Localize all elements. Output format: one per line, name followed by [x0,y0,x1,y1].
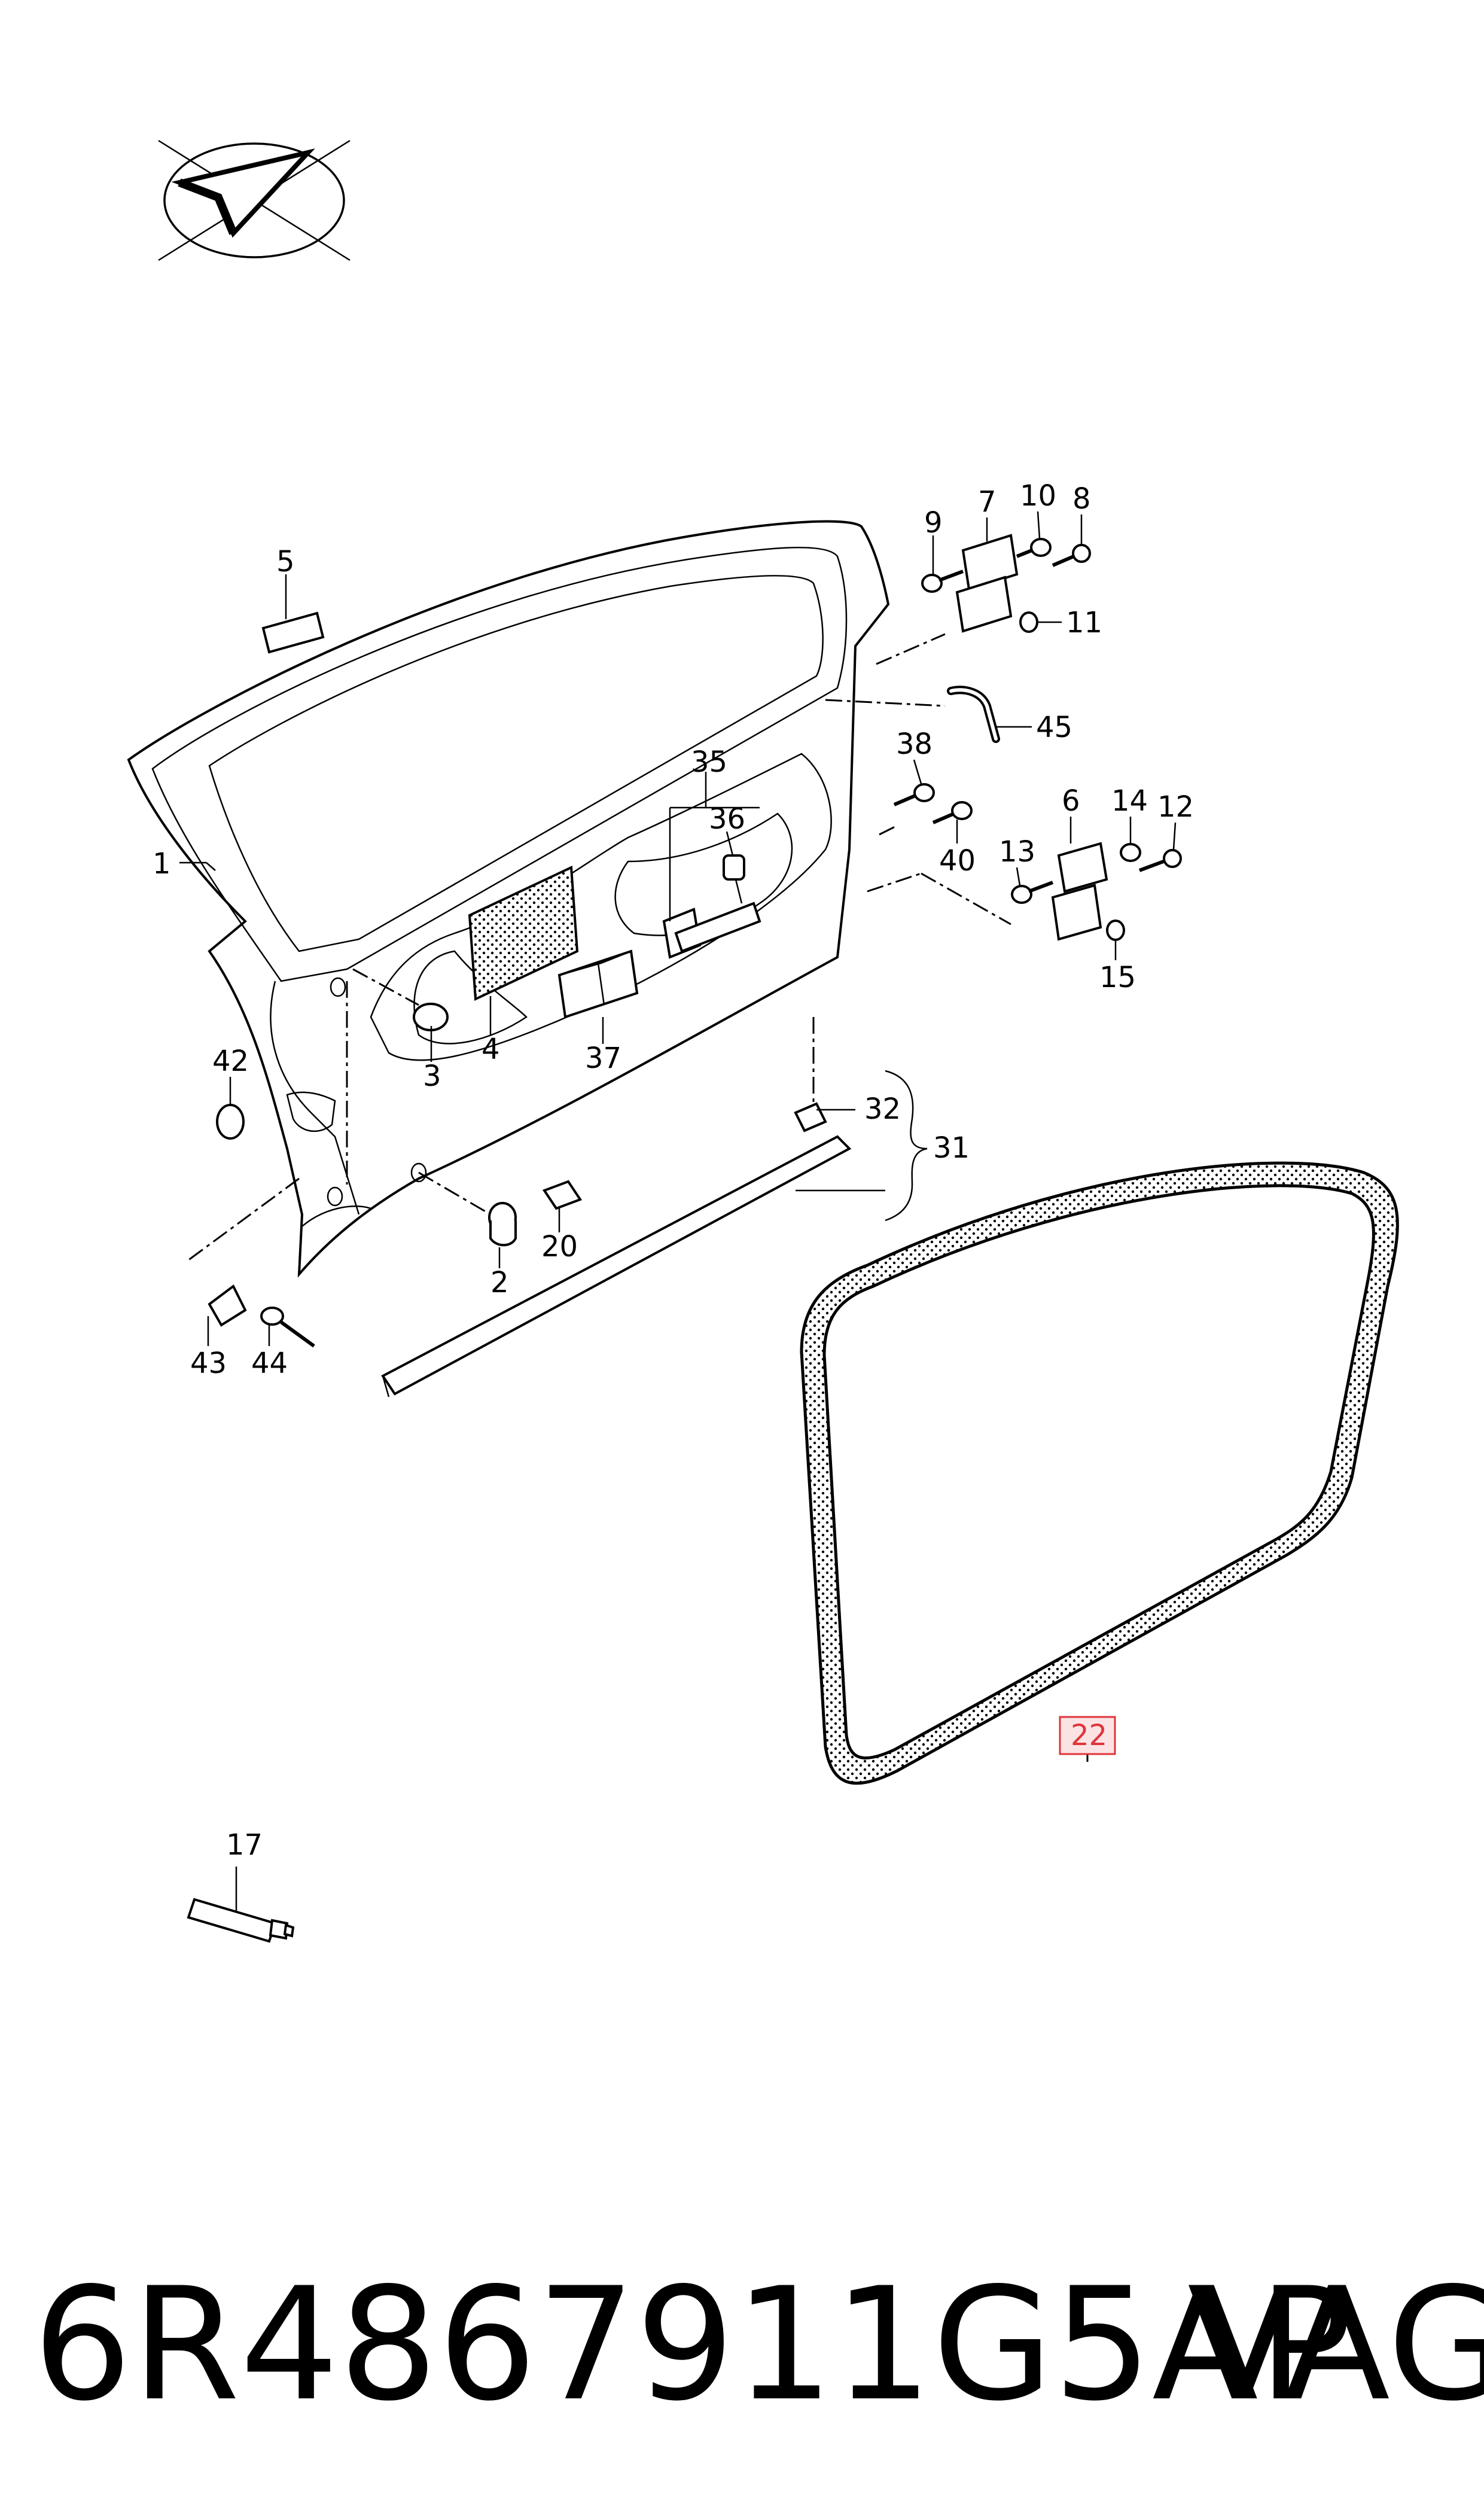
part-40-bolt [932,801,973,824]
callout-43: 43 [190,1347,227,1380]
callout-2: 2 [490,1266,509,1299]
part-20-clip [542,1180,583,1210]
part-4-damping-pad [468,865,579,1001]
part-number: 6R4867911G5AP [33,2255,1352,2435]
part-5-label [261,611,325,654]
callout-40: 40 [939,844,976,878]
part-22-door-seal [800,1161,1399,1785]
callout-13: 13 [999,835,1035,869]
callout-labels: 1 5 3 4 37 42 2 20 32 31 35 36 38 40 9 7… [153,479,1194,1862]
part-37-module [557,949,639,1019]
callout-38: 38 [896,727,933,761]
brand-name: VAG [1187,2255,1484,2435]
callout-6: 6 [1062,784,1080,818]
part-44-bolt [260,1307,315,1348]
part-17-sealant-tube [187,1898,295,1943]
callout-22: 22 [1071,1719,1107,1752]
part-42-plug [216,1104,245,1140]
callout-10: 10 [1020,479,1056,513]
callout-20: 20 [541,1230,578,1263]
callout-4: 4 [482,1033,500,1066]
callout-44: 44 [251,1347,288,1380]
callout-36: 36 [709,802,745,836]
callout-17: 17 [226,1828,263,1862]
callout-3: 3 [423,1059,441,1093]
part-43-bracket [208,1284,247,1327]
callout-37: 37 [585,1042,621,1075]
callout-9: 9 [924,506,943,540]
callout-32: 32 [864,1092,901,1126]
callout-8: 8 [1072,482,1091,516]
callout-22-highlight-box [1059,1716,1116,1755]
callout-42: 42 [212,1045,249,1078]
leader-lines [179,511,1177,1911]
callout-45: 45 [1036,711,1072,744]
callout-12: 12 [1157,790,1194,824]
part-2-buffer [488,1202,517,1247]
callout-15: 15 [1099,961,1136,994]
part-35-lock [662,854,761,959]
callout-31: 31 [933,1131,970,1165]
orientation-arrow-icon [158,139,351,261]
callout-11: 11 [1066,606,1102,640]
callout-1: 1 [153,847,171,881]
callout-35: 35 [691,745,727,779]
part-38-bolt [893,783,935,806]
upper-hinge [921,534,1091,633]
lower-hinge [1011,842,1182,941]
callout-14: 14 [1111,784,1148,818]
callout-7: 7 [978,485,997,519]
callout-5: 5 [276,545,295,578]
